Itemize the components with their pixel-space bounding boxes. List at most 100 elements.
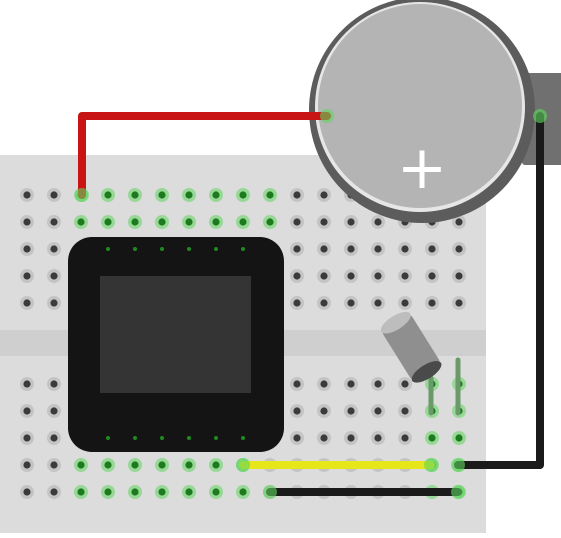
hole-center [374,272,382,280]
hole-center [185,488,193,496]
hole-center [374,407,382,415]
hole-center [347,380,355,388]
wire-endpoint [236,458,250,472]
hole-center [158,488,166,496]
hole-center [347,434,355,442]
hole-center [347,218,355,226]
hole-center [455,299,463,307]
hole-center [293,218,301,226]
display-pin [106,247,110,251]
red-wire[interactable] [78,112,331,199]
wires [78,112,544,496]
wire-endpoint [451,485,465,499]
hole-center [347,407,355,415]
hole-center [320,299,328,307]
coin-cell-battery[interactable]: + [309,0,561,223]
hole-center [293,272,301,280]
hole-center [455,434,463,442]
display-pin [214,436,218,440]
hole-center [239,218,247,226]
hole-center [401,407,409,415]
display-pin [133,247,137,251]
display-pin [106,436,110,440]
wire-endpoint [75,188,89,202]
wire-endpoint [263,485,277,499]
hole-center [293,380,301,388]
hole-center [50,434,58,442]
hole-center [455,245,463,253]
hole-center [50,218,58,226]
hole-center [455,272,463,280]
display-pin [160,247,164,251]
hole-center [320,434,328,442]
hole-center [104,191,112,199]
hole-center [23,191,31,199]
hole-center [50,299,58,307]
hole-center [374,434,382,442]
hole-center [401,380,409,388]
hole-center [347,272,355,280]
display-pin [187,247,191,251]
display-pin [187,436,191,440]
hole-center [428,299,436,307]
hole-center [131,461,139,469]
hole-center [374,218,382,226]
hole-center [158,218,166,226]
hole-center [347,299,355,307]
hole-center [77,488,85,496]
battery-face [318,4,522,208]
hole-center [293,191,301,199]
hole-center [50,272,58,280]
hole-center [23,272,31,280]
hole-center [23,461,31,469]
display-screen [100,276,251,393]
hole-center [212,218,220,226]
hole-center [212,488,220,496]
hole-center [320,407,328,415]
wire-endpoint [533,109,547,123]
wire-endpoint [451,458,465,472]
hole-center [185,461,193,469]
hole-center [428,272,436,280]
wire-endpoint [424,458,438,472]
hole-center [320,218,328,226]
hole-center [104,461,112,469]
hole-center [293,245,301,253]
display-pin [133,436,137,440]
hole-center [158,191,166,199]
hole-center [77,461,85,469]
display-pin [241,436,245,440]
hole-center [266,191,274,199]
hole-center [50,245,58,253]
hole-center [428,245,436,253]
hole-center [320,380,328,388]
hole-center [374,299,382,307]
hole-center [131,191,139,199]
hole-center [401,245,409,253]
hole-center [158,461,166,469]
hole-center [320,272,328,280]
display-pins [106,247,245,440]
hole-center [455,218,463,226]
hole-center [428,434,436,442]
hole-center [320,191,328,199]
hole-center [104,218,112,226]
hole-center [23,407,31,415]
hole-center [185,191,193,199]
wire-endpoints [75,109,547,499]
hole-center [23,434,31,442]
sensor-component[interactable] [378,308,461,416]
display-pin [241,247,245,251]
hole-center [77,218,85,226]
hole-center [347,245,355,253]
sensor-cap [380,311,411,334]
black-wire-battery[interactable] [454,112,544,469]
hole-center [50,407,58,415]
display-module[interactable] [68,237,284,452]
hole-center [50,488,58,496]
hole-center [401,299,409,307]
hole-center [131,488,139,496]
hole-center [320,245,328,253]
hole-center [374,380,382,388]
